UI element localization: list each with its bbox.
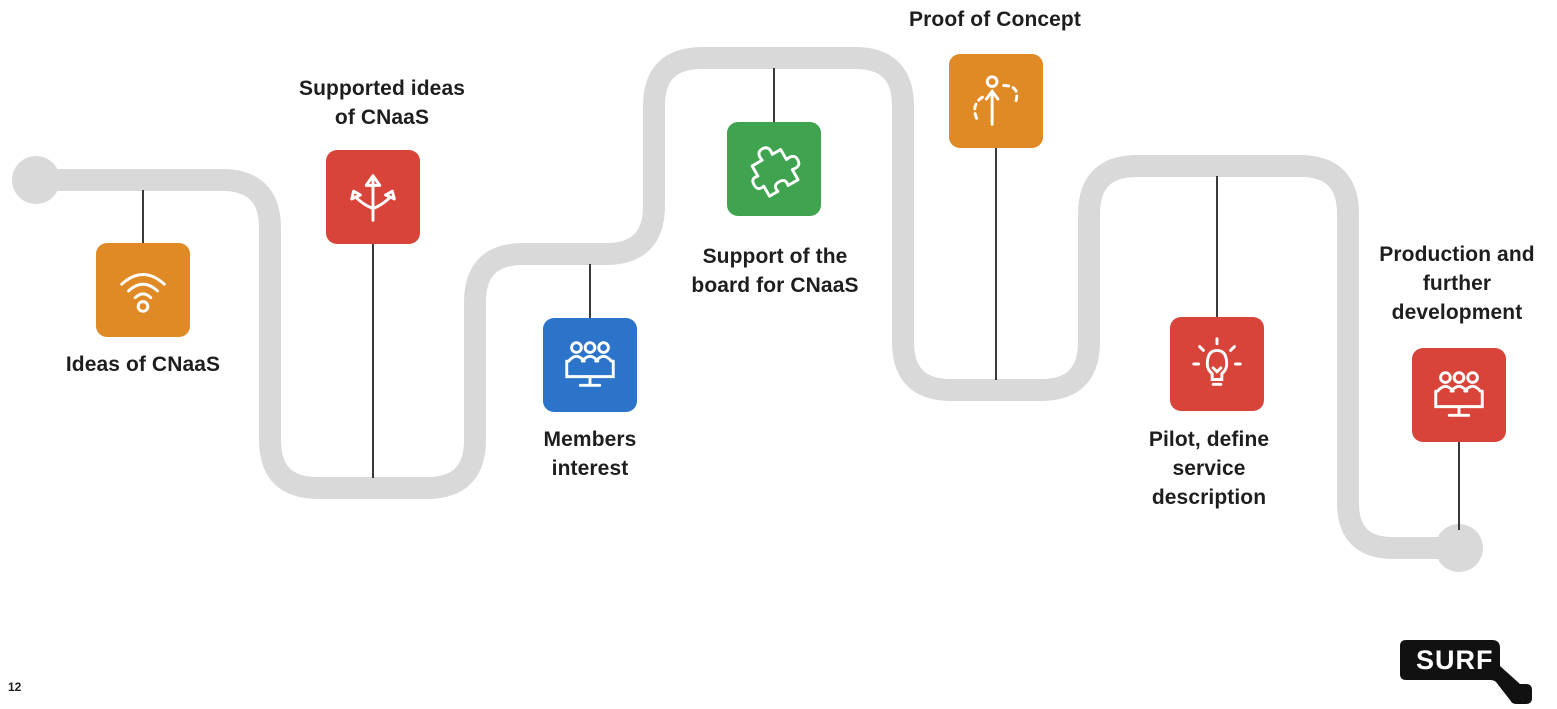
step-tile-members-interest <box>543 318 637 412</box>
step-label-supported-ideas: Supported ideas of CNaaS <box>298 77 466 129</box>
stem-proof-of-concept <box>995 146 997 380</box>
split-arrows-icon <box>350 174 396 222</box>
step-label-production: Production and further development <box>1379 243 1535 324</box>
step-tile-supported-ideas <box>326 150 420 244</box>
step-tile-proof-of-concept <box>949 54 1043 148</box>
stem-production <box>1458 440 1460 530</box>
stem-members-interest <box>589 264 591 320</box>
lightbulb-icon <box>1192 337 1242 386</box>
surf-logo: SURF <box>1400 638 1540 704</box>
step-tile-pilot <box>1170 317 1264 411</box>
stem-supported-ideas <box>372 243 374 478</box>
surf-logo-text: SURF <box>1416 645 1494 675</box>
step-label-board-support: Support of the board for CNaaS <box>691 245 859 297</box>
step-label-proof-of-concept: Proof of Concept <box>909 8 1081 31</box>
path-start-dot <box>12 156 60 204</box>
step-tile-ideas <box>96 243 190 337</box>
page-number: 12 <box>8 680 22 694</box>
group-screen-icon <box>565 341 615 387</box>
route-arrow-icon <box>973 75 1019 126</box>
stem-ideas <box>142 190 144 245</box>
stem-pilot <box>1216 176 1218 319</box>
step-label-members-interest: Members interest <box>543 428 637 480</box>
step-tile-board-support <box>727 122 821 216</box>
step-label-ideas: Ideas of CNaaS <box>65 353 221 376</box>
puzzle-piece-icon <box>750 146 801 198</box>
wifi-icon <box>120 273 166 313</box>
path-end-dot <box>1435 524 1483 572</box>
stem-board-support <box>773 68 775 124</box>
step-tile-production <box>1412 348 1506 442</box>
group-screen-icon <box>1434 371 1484 417</box>
step-label-pilot: Pilot, define service description <box>1148 428 1270 509</box>
